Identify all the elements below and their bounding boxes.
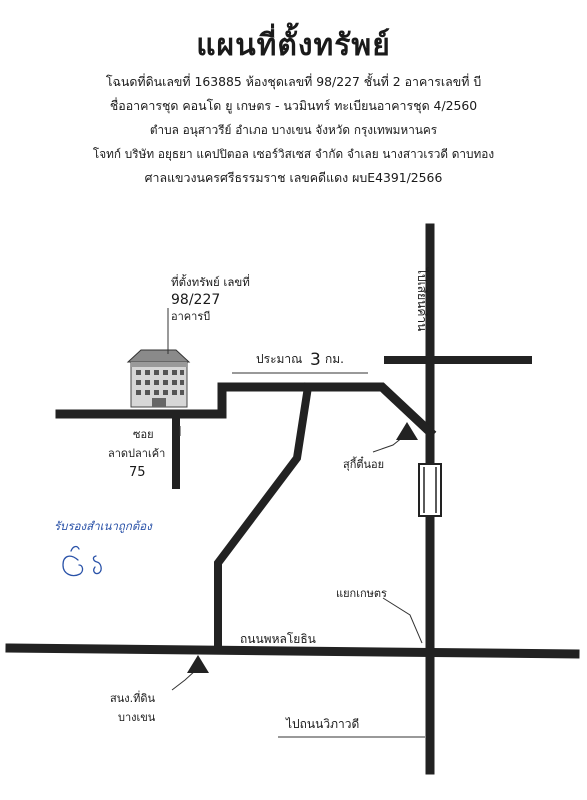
map-title: แผนที่ตั้งทรัพย์ xyxy=(196,28,391,63)
road-label-saphan-mai: ไปเสียนคำน xyxy=(415,267,429,331)
info-line-location: ตำบล อนุสาวรีย์ อำเภอ บางเขน จังหวัด กรุ… xyxy=(149,123,438,137)
leader-kaset xyxy=(382,597,423,644)
soi-name: ลาดปลาเค้า xyxy=(108,447,165,460)
road-soi-connector xyxy=(217,382,437,439)
soi-label: ซอย xyxy=(133,428,154,441)
info-line-parties: โจทก์ บริษัท อยุธยา แคปปิตอล เซอร์วิสเซส… xyxy=(92,147,495,161)
info-line-court: ศาลแขวงนครศรีธรรมราช เลขคดีแดง ผบE4391/2… xyxy=(144,170,443,185)
phahonyothin-label: ถนนพหลโยธิน xyxy=(240,632,316,646)
property-label: ที่ตั้งทรัพย์ เลขที่ xyxy=(171,274,250,289)
distance-label: ประมาณ xyxy=(256,352,302,366)
property-building: อาคารบี xyxy=(171,310,210,323)
case-info: โฉนดที่ดินเลขที่ 163885 ห้องชุดเลขที่ 98… xyxy=(0,70,587,190)
signature-scribble xyxy=(62,545,102,577)
land-office-triangle-icon xyxy=(187,655,209,673)
info-line-building: ชื่ออาคารชุด คอนโด ยู เกษตร - นวมินทร์ ท… xyxy=(109,98,478,113)
vibhavadi-label: ไปถนนวิภาวดี xyxy=(285,717,359,731)
landmark-suki: สุกี้ตี๋นอย xyxy=(343,455,384,471)
bridge-icon xyxy=(418,463,442,517)
soi-number: 75 xyxy=(129,465,146,480)
building-icon xyxy=(126,349,191,408)
certification-note: รับรองสำเนาถูกต้อง xyxy=(54,519,153,533)
land-office-label: สนง.ที่ดิน xyxy=(110,690,155,705)
kaset-intersection-label: แยกเกษตร xyxy=(336,587,387,600)
landmark-triangle-icon xyxy=(396,422,418,440)
distance-value: 3 xyxy=(310,350,321,370)
property-number: 98/227 xyxy=(171,292,220,308)
info-line-deed: โฉนดที่ดินเลขที่ 163885 ห้องชุดเลขที่ 98… xyxy=(105,74,482,89)
road-phahonyothin xyxy=(5,643,580,659)
leader-land-office xyxy=(171,669,197,691)
land-office-district: บางเขน xyxy=(118,711,156,724)
road-soi-diagonal xyxy=(214,382,313,654)
distance-unit: กม. xyxy=(325,352,344,366)
